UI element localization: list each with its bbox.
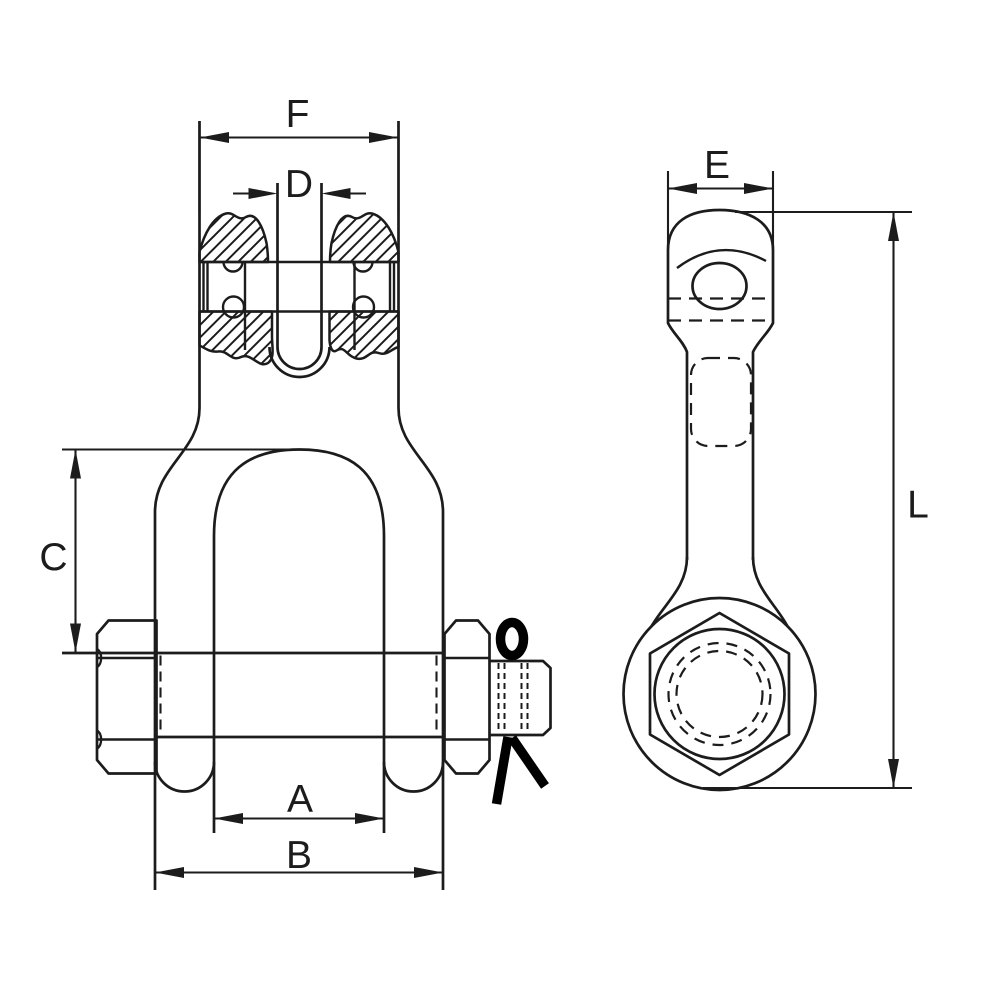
dim-label-F: F <box>286 93 310 136</box>
thread-dashed-circle-inner <box>675 649 764 739</box>
dim-C-arrow-top <box>70 449 81 479</box>
nut-chamfer-circle <box>653 627 786 761</box>
cotter-pin <box>491 617 549 805</box>
body-left-edge <box>153 121 201 890</box>
dim-D-arrow-right <box>321 188 351 199</box>
thread-dashed-circle-outer <box>667 641 772 747</box>
dim-L-arrow-top <box>888 212 899 241</box>
dimension-L: L <box>703 210 929 790</box>
inner-arch <box>212 448 386 833</box>
front-view: F D C A B <box>39 93 552 890</box>
dim-B-arrow-right <box>414 867 443 878</box>
upper-right-hatch-lump <box>328 212 400 264</box>
dim-L-arrow-bottom <box>888 759 899 788</box>
bolt-head-outline <box>95 619 158 775</box>
dim-F-arrow-right <box>369 132 398 143</box>
bottom-eye-outer-circle <box>622 596 817 792</box>
dim-E-arrow-left <box>668 183 697 194</box>
cotter-pin-legs <box>491 735 549 805</box>
dim-A-arrow-right <box>355 813 384 824</box>
dimension-A: A <box>214 778 384 824</box>
band-roller-left <box>221 295 246 319</box>
bolt-assembly <box>62 619 552 775</box>
dim-label-L: L <box>907 484 929 527</box>
dim-label-D: D <box>285 163 313 206</box>
side-eye-hole <box>691 261 748 311</box>
side-bottom-eye <box>622 596 817 792</box>
dim-D-arrow-left <box>248 188 278 199</box>
front-top-section <box>198 183 400 379</box>
nut-hexagon <box>648 611 791 777</box>
front-body <box>153 121 445 890</box>
nut-face-lines <box>444 656 490 741</box>
nut-outline <box>443 619 491 775</box>
body-right-edge <box>397 121 445 890</box>
cotter-pin-ring <box>495 617 529 661</box>
dim-A-arrow-left <box>214 813 243 824</box>
side-shank-hidden-socket <box>689 356 753 448</box>
upper-left-hatch-lump <box>198 212 270 264</box>
dim-label-A: A <box>287 778 313 821</box>
dim-C-arrow-bottom <box>70 623 81 653</box>
bolt-head-face-lines <box>97 656 157 741</box>
dim-label-E: E <box>704 144 730 187</box>
band-roller-right <box>351 295 376 319</box>
lower-left-hatch-lump <box>198 310 274 366</box>
band-roller-arcs <box>222 261 374 273</box>
dim-label-B: B <box>286 834 312 877</box>
dimension-F: F <box>198 93 400 213</box>
dim-B-arrow-left <box>155 867 184 878</box>
cotter-hole-hidden-lines <box>497 663 529 733</box>
dimension-E: E <box>666 144 775 250</box>
dimension-B: B <box>155 834 443 878</box>
bolt-head-chamfer-notches <box>96 647 103 750</box>
leg-hole-hidden-lines <box>159 655 438 736</box>
side-body <box>650 208 789 627</box>
bolt-thread-end-outline <box>489 659 552 737</box>
dim-E-arrow-right <box>744 183 773 194</box>
link-slot <box>268 183 331 379</box>
dimension-D: D <box>233 163 366 206</box>
side-view: E L <box>622 144 929 792</box>
dim-label-C: C <box>39 536 67 579</box>
side-bottom-flares <box>650 556 789 627</box>
side-eye-hidden-lines <box>668 297 773 322</box>
dim-F-arrow-left <box>200 132 229 143</box>
dim-F-extension-lines <box>198 121 400 213</box>
side-eye-and-shank-outline <box>666 208 775 560</box>
side-eye-crown-arc <box>676 248 767 269</box>
dimension-C: C <box>39 448 299 653</box>
lower-right-hatch-lump <box>328 310 400 361</box>
dim-E-extension-lines <box>666 171 775 250</box>
